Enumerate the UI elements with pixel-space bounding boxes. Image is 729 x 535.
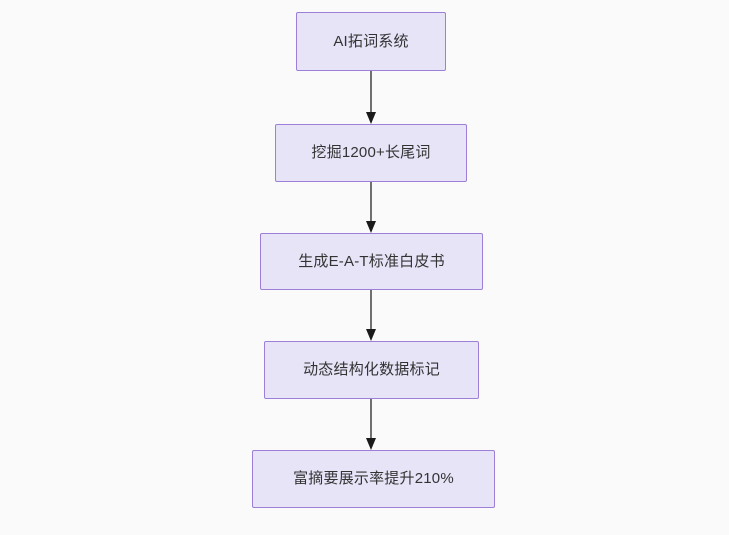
flow-edge-4-to-5 [366, 399, 376, 450]
flow-node-label: 动态结构化数据标记 [303, 361, 440, 378]
flow-edge-1-to-2 [366, 71, 376, 124]
flow-node-label: 生成E-A-T标准白皮书 [298, 252, 445, 270]
flow-node-ai-keyword-system[interactable]: AI拓词系统 [296, 12, 446, 71]
flow-node-label: 挖掘1200+长尾词 [311, 144, 431, 161]
flow-edge-3-to-4 [366, 290, 376, 341]
flow-edge-2-to-3 [366, 182, 376, 233]
arrowhead-icon [366, 221, 376, 233]
flow-node-mine-longtail-keywords[interactable]: 挖掘1200+长尾词 [275, 124, 467, 182]
arrowhead-icon [366, 329, 376, 341]
arrowhead-icon [366, 438, 376, 450]
flow-node-generate-eat-whitepaper[interactable]: 生成E-A-T标准白皮书 [260, 233, 483, 290]
arrowhead-icon [366, 112, 376, 124]
flow-node-label: AI拓词系统 [333, 32, 409, 50]
flow-node-rich-snippet-impression-lift[interactable]: 富摘要展示率提升210% [252, 450, 495, 508]
flow-node-dynamic-structured-data-markup[interactable]: 动态结构化数据标记 [264, 341, 479, 399]
flow-node-label: 富摘要展示率提升210% [293, 470, 454, 487]
